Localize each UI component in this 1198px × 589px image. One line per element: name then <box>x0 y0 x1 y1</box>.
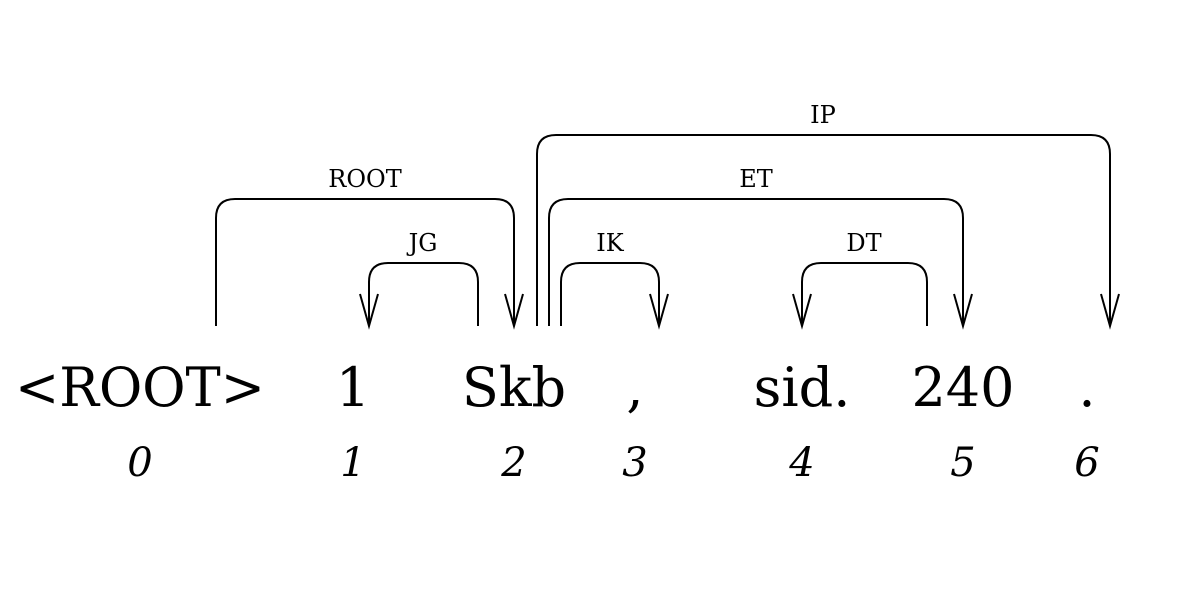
arc-root-label: ROOT <box>328 165 401 193</box>
token-index-0: 0 <box>127 440 152 486</box>
arc-jg-arrowhead <box>359 293 379 330</box>
token-index-6: 6 <box>1074 440 1099 486</box>
arc-ip-path <box>536 134 1111 326</box>
arc-dt-path <box>801 262 928 326</box>
arc-ik-path <box>560 262 660 326</box>
arc-dt-label: DT <box>846 229 881 257</box>
token-word-4: sid. <box>754 356 851 419</box>
arc-ik-label: IK <box>596 229 624 257</box>
arc-ip-label: IP <box>810 101 836 129</box>
arc-dt: DT <box>792 229 928 330</box>
arc-root-arrowhead <box>504 293 524 330</box>
arc-ip-arrowhead <box>1100 293 1120 330</box>
arc-jg-path <box>368 262 479 326</box>
token-index-5: 5 <box>950 440 975 486</box>
arc-root: ROOT <box>215 165 524 330</box>
arc-et-label: ET <box>739 165 773 193</box>
token-index-3: 3 <box>622 440 647 486</box>
token-row: <ROOT> 1 Skb , sid. 240 . <box>15 356 1096 419</box>
arc-jg: JG <box>359 229 479 330</box>
token-index-1: 1 <box>340 440 365 486</box>
token-word-1: 1 <box>336 356 370 419</box>
token-word-2: Skb <box>462 356 566 419</box>
token-index-4: 4 <box>788 440 814 486</box>
arc-jg-label: JG <box>406 229 438 257</box>
arc-root-path <box>215 198 515 326</box>
arc-et-path <box>548 198 964 326</box>
token-word-3: , <box>626 356 643 419</box>
token-index-2: 2 <box>500 440 526 486</box>
arc-ip: IP <box>536 101 1120 330</box>
arc-et-arrowhead <box>953 293 973 330</box>
token-word-6: . <box>1078 356 1095 419</box>
arc-ik-arrowhead <box>649 293 669 330</box>
index-row: 0 1 2 3 4 5 6 <box>127 440 1099 486</box>
token-word-5: 240 <box>911 356 1014 419</box>
arc-dt-arrowhead <box>792 293 812 330</box>
arc-ik: IK <box>560 229 669 330</box>
token-word-0: <ROOT> <box>15 356 265 419</box>
arc-et: ET <box>548 165 973 330</box>
